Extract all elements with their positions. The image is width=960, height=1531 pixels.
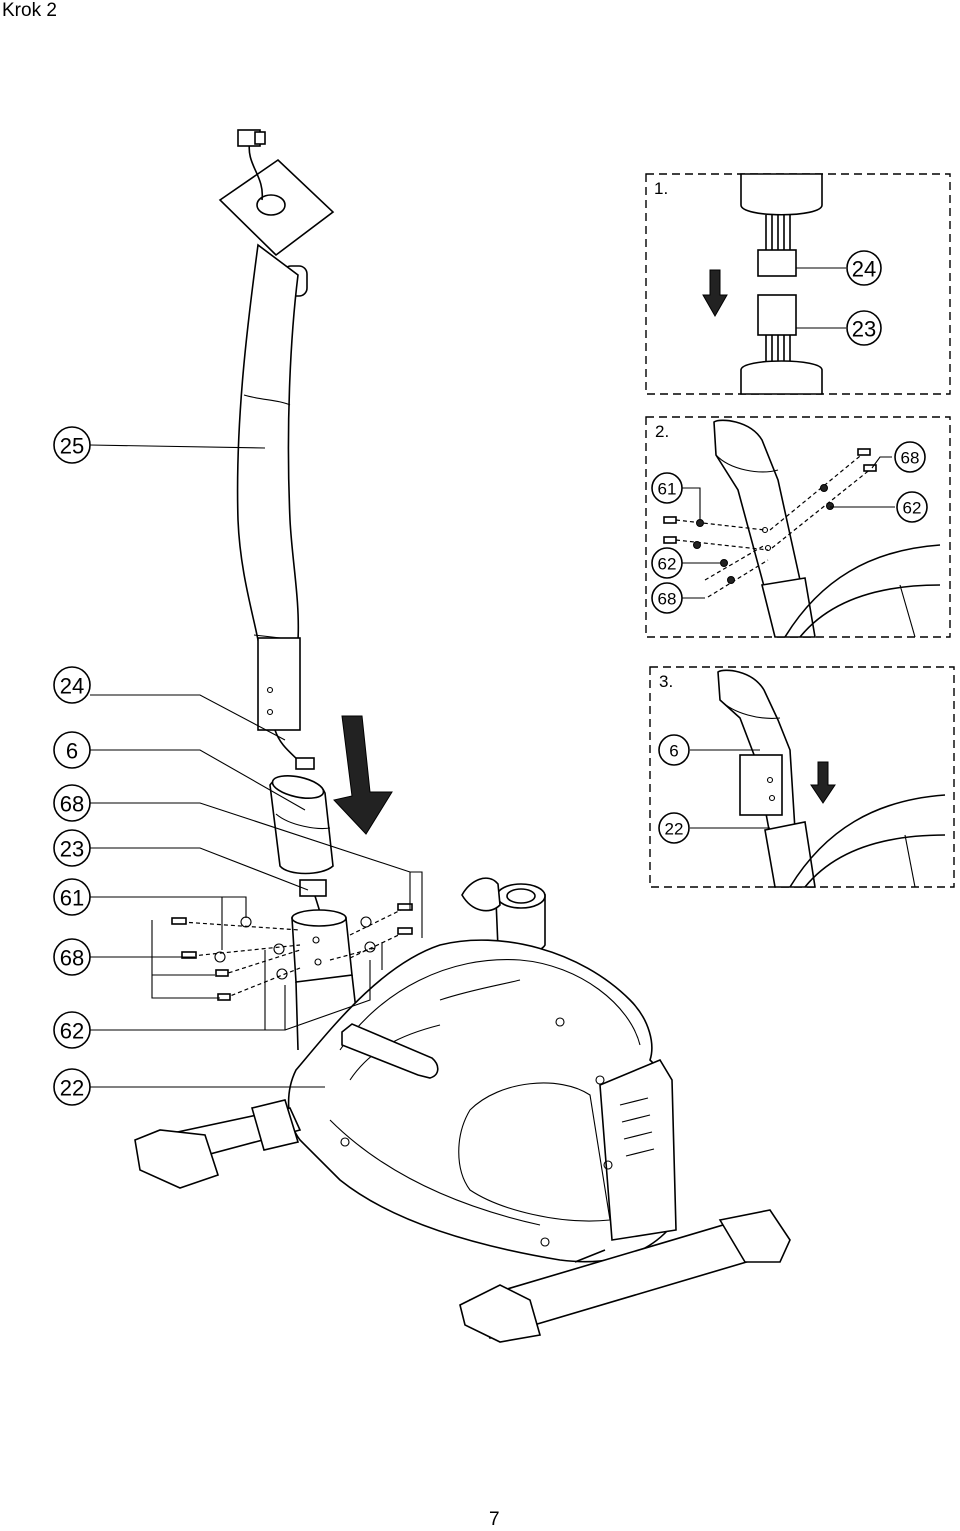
panel-2-label: 2. bbox=[655, 422, 669, 441]
main-callouts: 25 24 6 68 23 61 68 62 22 bbox=[53, 426, 91, 1106]
panel-2-callout-61: 61 bbox=[651, 472, 683, 504]
svg-text:61: 61 bbox=[60, 886, 84, 911]
panel-2-callout-62-left: 62 bbox=[651, 547, 683, 579]
panel-3-arrow-icon bbox=[810, 761, 836, 804]
callout-61: 61 bbox=[53, 878, 91, 916]
svg-text:23: 23 bbox=[60, 837, 84, 862]
step-title: Krok 2 bbox=[2, 0, 57, 21]
svg-text:62: 62 bbox=[60, 1019, 84, 1044]
callout-62: 62 bbox=[53, 1011, 91, 1049]
cover-6 bbox=[269, 775, 334, 875]
svg-text:23: 23 bbox=[852, 317, 876, 342]
rear-stabilizer bbox=[459, 1209, 791, 1343]
bike-body bbox=[287, 939, 677, 1263]
svg-text:62: 62 bbox=[658, 555, 677, 574]
panel-3-callout-6: 6 bbox=[658, 734, 690, 766]
panel-2-callout-62-right: 62 bbox=[896, 491, 928, 523]
panel-1-callout-23: 23 bbox=[846, 310, 882, 346]
panel-1-callout-24: 24 bbox=[846, 250, 882, 286]
panel-1-arrow-icon bbox=[702, 269, 728, 318]
callout-22: 22 bbox=[53, 1068, 91, 1106]
page-number: 7 bbox=[489, 1509, 500, 1530]
down-arrow-icon bbox=[333, 715, 393, 835]
panel-2-callout-68-right: 68 bbox=[894, 441, 926, 473]
svg-text:22: 22 bbox=[60, 1076, 84, 1101]
svg-text:62: 62 bbox=[903, 499, 922, 518]
svg-text:22: 22 bbox=[665, 820, 684, 839]
front-stabilizer bbox=[134, 1099, 302, 1189]
svg-text:68: 68 bbox=[901, 449, 920, 468]
callout-68: 68 bbox=[53, 784, 91, 822]
callout-25: 25 bbox=[53, 426, 91, 464]
panel-3-callout-22: 22 bbox=[658, 812, 690, 844]
handlebar-post-tube bbox=[236, 243, 301, 731]
frame-tube bbox=[291, 909, 357, 1051]
detail-panel-2: 2. 61 68 62 62 68 bbox=[645, 416, 951, 638]
svg-text:24: 24 bbox=[852, 257, 876, 282]
svg-text:6: 6 bbox=[669, 742, 678, 761]
connector-23 bbox=[299, 879, 327, 897]
side-handle bbox=[341, 1023, 439, 1079]
detail-panel-1: 1. 24 23 bbox=[645, 173, 951, 395]
panel-3-label: 3. bbox=[659, 672, 673, 691]
main-assembly-drawing: 25 24 6 68 23 61 68 62 22 bbox=[53, 129, 791, 1343]
panel-2-callout-68-left: 68 bbox=[651, 582, 683, 614]
svg-text:24: 24 bbox=[60, 674, 84, 699]
callout-6: 6 bbox=[53, 731, 91, 769]
svg-text:68: 68 bbox=[60, 946, 84, 971]
connector-24 bbox=[295, 757, 315, 770]
detail-panel-3: 3. 6 22 bbox=[649, 666, 955, 888]
panel-1-label: 1. bbox=[654, 179, 668, 198]
callout-23: 23 bbox=[53, 829, 91, 867]
callout-24: 24 bbox=[53, 666, 91, 704]
callout-68b: 68 bbox=[53, 938, 91, 976]
svg-text:61: 61 bbox=[658, 480, 677, 499]
callout-leaders bbox=[89, 444, 423, 1088]
svg-text:68: 68 bbox=[60, 792, 84, 817]
fasteners bbox=[171, 903, 413, 1001]
svg-text:68: 68 bbox=[658, 590, 677, 609]
svg-text:25: 25 bbox=[60, 434, 84, 459]
svg-text:6: 6 bbox=[66, 739, 78, 764]
